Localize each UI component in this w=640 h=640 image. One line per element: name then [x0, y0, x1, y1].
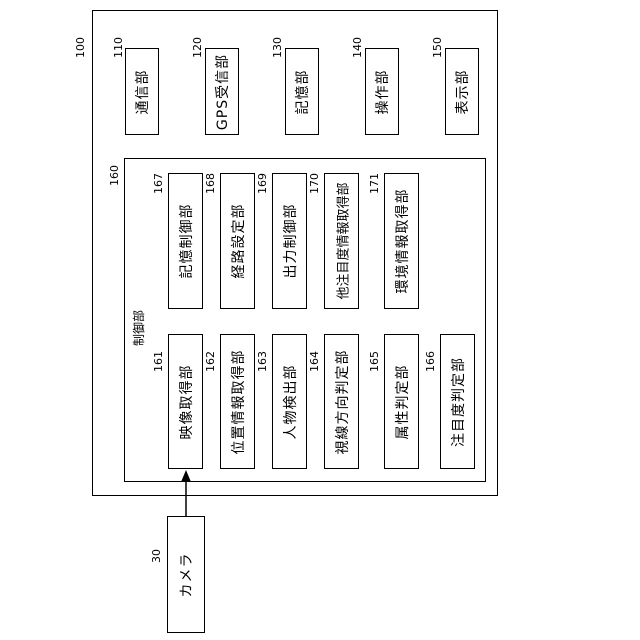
- camera-to-video-arrow: [0, 0, 640, 640]
